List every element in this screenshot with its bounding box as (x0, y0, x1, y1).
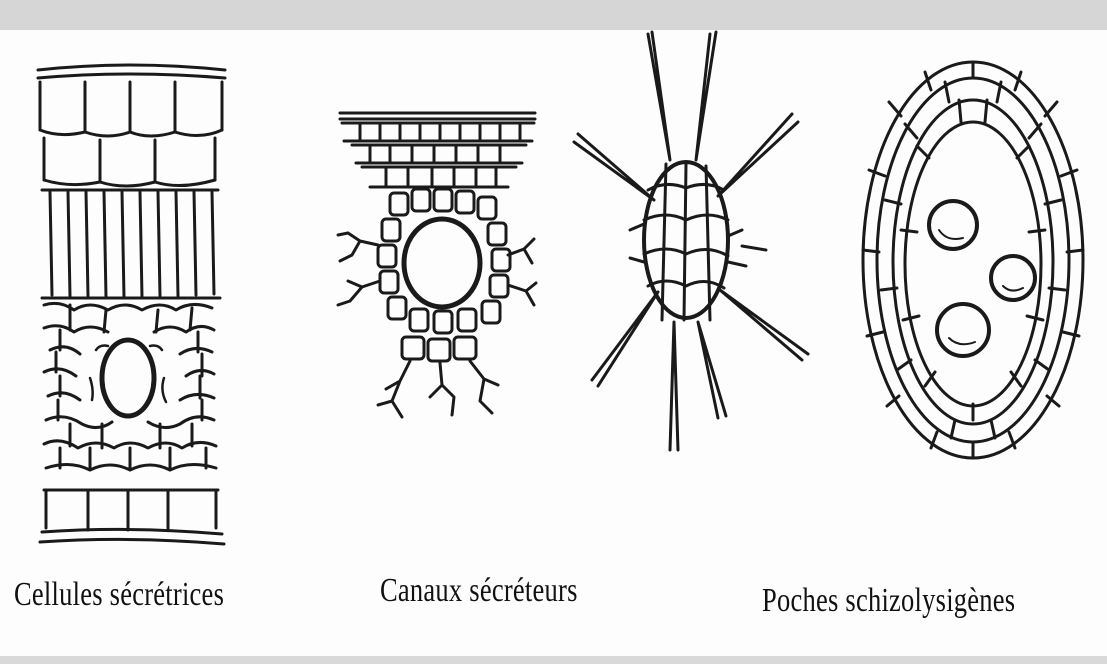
secretory-canal-section-drawing (330, 105, 540, 435)
secretory-structures-figure: Cellules sécrétrices Canaux sécréteurs P… (0, 30, 1107, 656)
bottom-border-band (0, 656, 1107, 664)
top-border-band (0, 0, 1107, 30)
caption-secretory-cells: Cellules sécrétrices (14, 576, 224, 614)
caption-schizolysigenous-pockets: Poches schizolysigènes (762, 582, 1015, 620)
caption-secretory-canals: Canaux sécréteurs (380, 572, 578, 610)
secretory-cells-drawing (30, 60, 230, 560)
schizolysigenous-pocket-drawing (855, 50, 1095, 480)
secretory-canal-star-drawing (570, 30, 820, 460)
